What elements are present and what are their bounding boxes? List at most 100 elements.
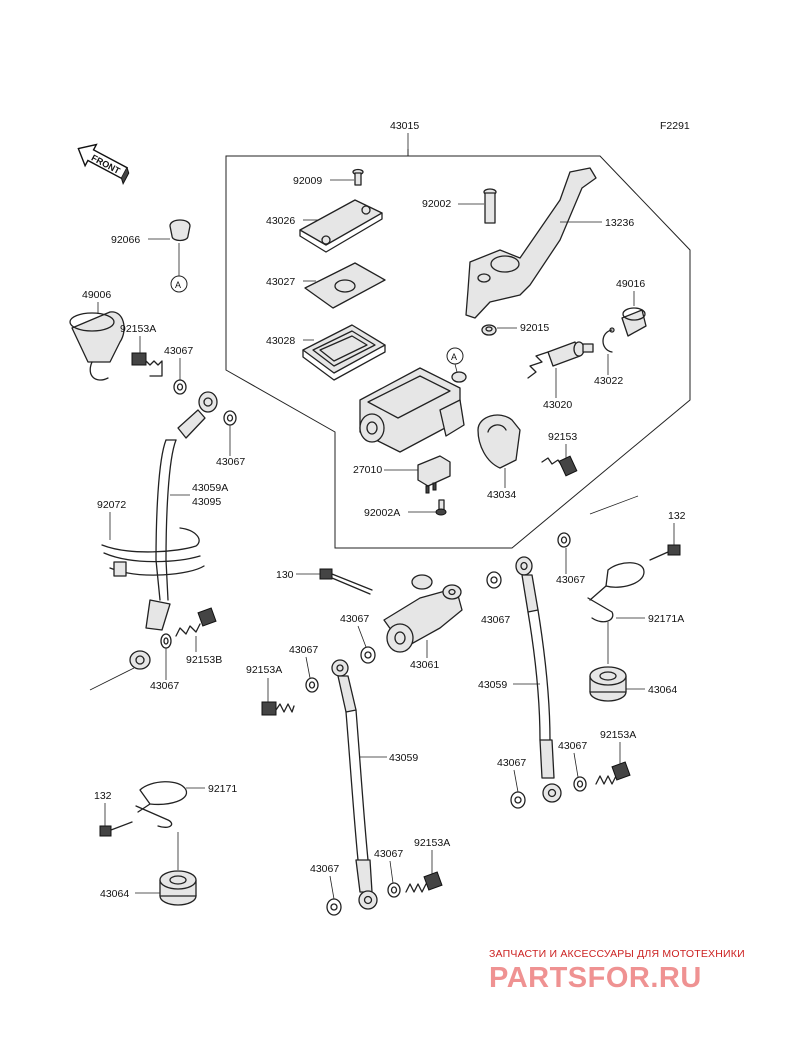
label-92153A-right: 92153A (600, 729, 636, 741)
grommet-43064-left (159, 870, 197, 906)
front-arrow-icon: FRONT (77, 143, 130, 186)
washer-43067-k (573, 776, 587, 792)
label-92153A-mid: 92153A (246, 664, 282, 676)
reservoir-cap-43026 (299, 199, 383, 253)
screw-92009 (352, 168, 364, 186)
bolt-132-left (99, 821, 133, 837)
label-92171A: 92171A (648, 613, 684, 625)
washer-43067-d (360, 646, 376, 664)
label-43067-g: 43067 (556, 574, 585, 586)
bolt-132-right (649, 544, 681, 561)
bolt-130 (319, 568, 373, 595)
label-43028: 43028 (266, 335, 295, 347)
circlip-43022 (602, 327, 615, 353)
brake-hose-43059A (129, 391, 218, 670)
boot-49006 (69, 311, 125, 381)
label-43067-d: 43067 (340, 613, 369, 625)
screw-92002A (435, 499, 447, 516)
clip-92171 (135, 781, 188, 828)
clamp-43034 (477, 414, 521, 469)
rear-master-cylinder-43061 (383, 574, 463, 653)
bolt-92153B (175, 607, 217, 637)
label-49006: 49006 (82, 289, 111, 301)
label-43067-h: 43067 (497, 757, 526, 769)
label-43022: 43022 (594, 375, 623, 387)
callout-a-left-label: A (175, 280, 181, 290)
label-43067-f: 43067 (481, 614, 510, 626)
label-43061: 43061 (410, 659, 439, 671)
label-92153B: 92153B (186, 654, 222, 666)
washer-43067-i (326, 898, 342, 916)
cap-92066 (169, 219, 191, 242)
label-92015: 92015 (520, 322, 549, 334)
label-92153: 92153 (548, 431, 577, 443)
watermark-caption: ЗАПЧАСТИ И АКСЕССУАРЫ ДЛЯ МОТОТЕХНИКИ (489, 948, 745, 960)
bolt-92153A-right (595, 761, 631, 785)
master-cylinder-body (359, 367, 467, 453)
bolt-92153 (541, 455, 578, 477)
label-43015: 43015 (390, 120, 419, 132)
label-43027: 43027 (266, 276, 295, 288)
washer-43067-e (305, 677, 319, 693)
label-43064-left: 43064 (100, 888, 129, 900)
bolt-92153A-bot (405, 871, 443, 893)
label-43064-right: 43064 (648, 684, 677, 696)
label-130: 130 (276, 569, 294, 581)
washer-43067-c (160, 633, 172, 649)
grommet-43064-right (589, 666, 627, 702)
washer-43067-a (173, 379, 187, 395)
pivot-bolt-92002 (483, 188, 497, 224)
label-43067-i: 43067 (310, 863, 339, 875)
label-92002A: 92002A (364, 507, 400, 519)
label-92066: 92066 (111, 234, 140, 246)
label-43059A: 43059A (192, 482, 228, 494)
label-49016: 49016 (616, 278, 645, 290)
washer-43067-g (557, 532, 571, 548)
label-132-left: 132 (94, 790, 112, 802)
nut-92015 (481, 324, 497, 336)
label-43059-mid: 43059 (389, 752, 418, 764)
label-43026: 43026 (266, 215, 295, 227)
boot-49016 (621, 307, 647, 337)
label-43067-b: 43067 (216, 456, 245, 468)
diaphragm-43028 (302, 324, 386, 381)
brake-lever-13236 (465, 167, 597, 319)
label-13236: 13236 (605, 217, 634, 229)
washer-43067-f (486, 571, 502, 589)
washer-43067-b (223, 410, 237, 426)
label-43067-k: 43067 (558, 740, 587, 752)
washer-43067-j (387, 882, 401, 898)
assembly-frame (225, 149, 691, 549)
washer-43067-h (510, 791, 526, 809)
figure-code: F2291 (660, 120, 690, 132)
label-92002: 92002 (422, 198, 451, 210)
watermark-logo: PARTSFOR.RU (489, 962, 702, 994)
piston-kit-43020 (527, 341, 594, 379)
label-92009: 92009 (293, 175, 322, 187)
label-27010: 27010 (353, 464, 382, 476)
bolt-92153A-top (131, 352, 163, 377)
label-132-right: 132 (668, 510, 686, 522)
clip-92171A (587, 562, 645, 623)
brake-hose-43059-mid (331, 659, 378, 910)
label-43059-right: 43059 (478, 679, 507, 691)
label-43095: 43095 (192, 496, 221, 508)
label-43067-c: 43067 (150, 680, 179, 692)
brake-hose-43059-right (515, 556, 562, 803)
label-43067-e: 43067 (289, 644, 318, 656)
label-92153A-bot: 92153A (414, 837, 450, 849)
bolt-92153A-mid (261, 701, 295, 716)
brake-switch-27010 (417, 455, 451, 494)
label-43034: 43034 (487, 489, 516, 501)
label-43020: 43020 (543, 399, 572, 411)
diaphragm-plate-43027 (304, 262, 386, 309)
callout-a-left (170, 275, 188, 293)
label-43067-a: 43067 (164, 345, 193, 357)
label-92072: 92072 (97, 499, 126, 511)
label-92153A-top: 92153A (120, 323, 156, 335)
callout-a-top-label: A (451, 352, 457, 362)
label-43067-j: 43067 (374, 848, 403, 860)
band-92072 (101, 527, 205, 577)
label-92171: 92171 (208, 783, 237, 795)
